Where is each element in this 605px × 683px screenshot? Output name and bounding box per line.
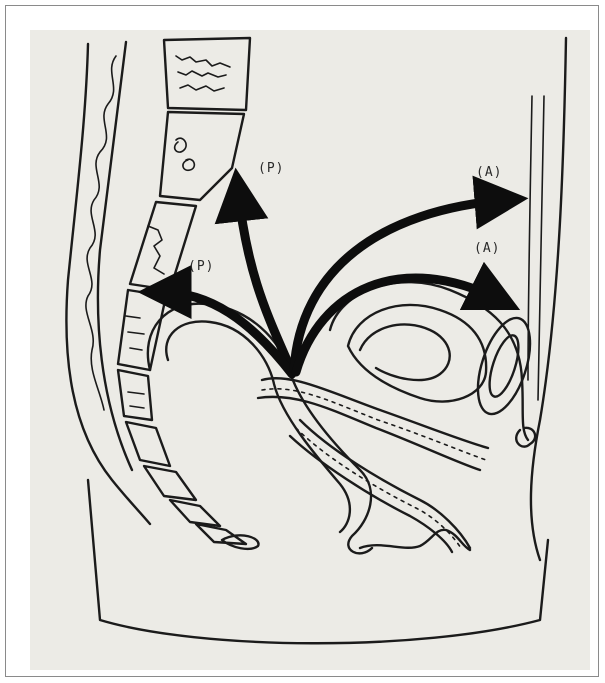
pelvic-base (88, 480, 548, 643)
abdominal-wall-outer (531, 38, 566, 560)
bladder-inner (348, 305, 486, 402)
label-a-upper: (A) (476, 165, 502, 180)
label-a-lower: (A) (474, 241, 500, 256)
abdominal-wall-inner-2 (538, 96, 544, 400)
perineal-floor (360, 530, 470, 550)
bladder-loop (360, 324, 450, 380)
label-p-lower: (P) (188, 259, 214, 274)
label-p-upper: (P) (258, 161, 284, 176)
vaginal-canal (258, 378, 488, 552)
spread-arrows (160, 190, 506, 374)
